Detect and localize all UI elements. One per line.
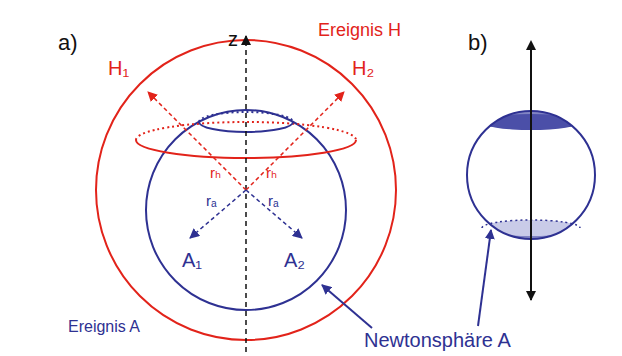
- axis-label: z: [228, 28, 238, 51]
- radius-label: rₕ: [266, 164, 277, 181]
- event-label: Ereignis A: [68, 318, 140, 336]
- callout-label: Newtonsphäre A: [364, 329, 511, 352]
- panel-letter: b): [468, 30, 488, 55]
- panel-letter: a): [58, 30, 78, 55]
- event-label: Ereignis H: [318, 20, 401, 41]
- radius-label: rₕ: [210, 164, 221, 181]
- radius-label: rₐ: [268, 192, 279, 209]
- point-label: H₁: [108, 57, 129, 80]
- point-label: A₁: [182, 249, 202, 272]
- point-label: H₂: [352, 57, 374, 80]
- radius-label: rₐ: [206, 192, 217, 209]
- point-label: A₂: [284, 249, 305, 272]
